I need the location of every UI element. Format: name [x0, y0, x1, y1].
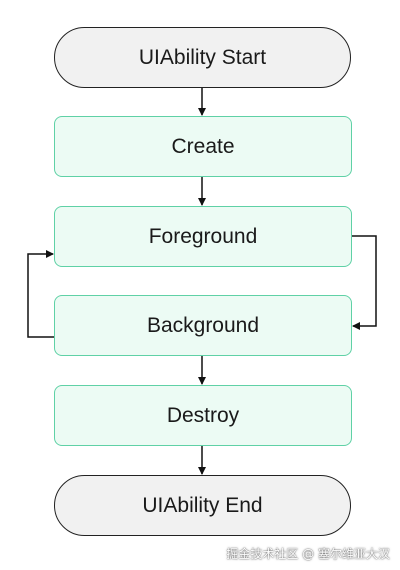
- arrow-foreground-to-background: [352, 235, 377, 330]
- foreground-label: Foreground: [148, 224, 258, 248]
- create-label: Create: [171, 134, 235, 158]
- end-label: UIAbility End: [142, 493, 263, 517]
- background-state: Background: [54, 295, 352, 356]
- start-node: UIAbility Start: [54, 27, 351, 88]
- destroy-label: Destroy: [166, 403, 240, 427]
- foreground-state: Foreground: [54, 206, 352, 267]
- arrow-background-to-foreground: [27, 250, 54, 338]
- end-node: UIAbility End: [54, 475, 351, 536]
- background-label: Background: [146, 313, 260, 337]
- watermark-text: 掘金技术社区 @ 塞尔维亚大汉: [226, 547, 390, 561]
- destroy-state: Destroy: [54, 385, 352, 446]
- create-state: Create: [54, 116, 352, 177]
- start-label: UIAbility Start: [138, 45, 267, 69]
